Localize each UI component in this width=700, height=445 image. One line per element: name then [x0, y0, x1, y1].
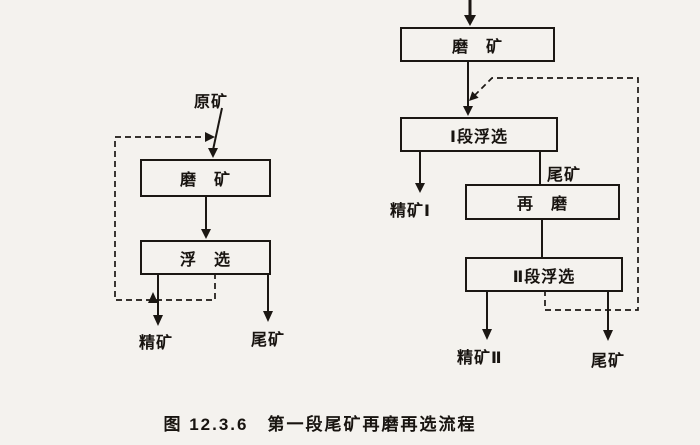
arrow-down-icon — [415, 183, 425, 193]
arrow-down-left-icon — [469, 91, 479, 101]
right-regrind-box: 再 磨 — [465, 184, 620, 220]
right-grinding-box: 磨 矿 — [400, 27, 555, 62]
right-recycle-dashed-line — [469, 77, 639, 311]
arrow-down-icon — [482, 329, 492, 340]
right-stage1-flotation-box: Ⅰ段浮选 — [400, 117, 558, 152]
arrow-down-icon — [201, 229, 211, 239]
left-recycle-dashed-line — [114, 132, 216, 303]
arrow-down-icon — [463, 106, 473, 116]
left-concentrate-label: 精矿 — [139, 335, 174, 352]
arrow-up-icon — [148, 292, 158, 303]
left-grinding-box: 磨 矿 — [140, 159, 271, 197]
left-flotation-box: 浮 选 — [140, 240, 271, 275]
arrow-down-icon — [464, 15, 476, 26]
figure-caption: 图 12.3.6 第一段尾矿再磨再选流程 — [163, 415, 477, 434]
right-tailings-label: 尾矿 — [591, 353, 626, 370]
arrow-down-icon — [153, 315, 163, 326]
right-stage2-flotation-box: Ⅱ段浮选 — [465, 257, 623, 292]
arrow-down-icon — [603, 330, 613, 341]
left-tailings-label: 尾矿 — [251, 332, 286, 349]
right-concentrate1-label: 精矿Ⅰ — [390, 203, 431, 220]
arrow-down-icon — [263, 311, 273, 322]
left-feed-label: 原矿 — [194, 94, 229, 111]
arrow-right-icon — [205, 132, 215, 142]
arrow-down-icon — [208, 148, 218, 158]
right-intermediate-tailings-label: 尾矿 — [547, 167, 582, 184]
right-concentrate2-label: 精矿Ⅱ — [457, 350, 503, 367]
right-flow-lines — [415, 0, 613, 341]
left-flow-lines — [153, 107, 273, 326]
